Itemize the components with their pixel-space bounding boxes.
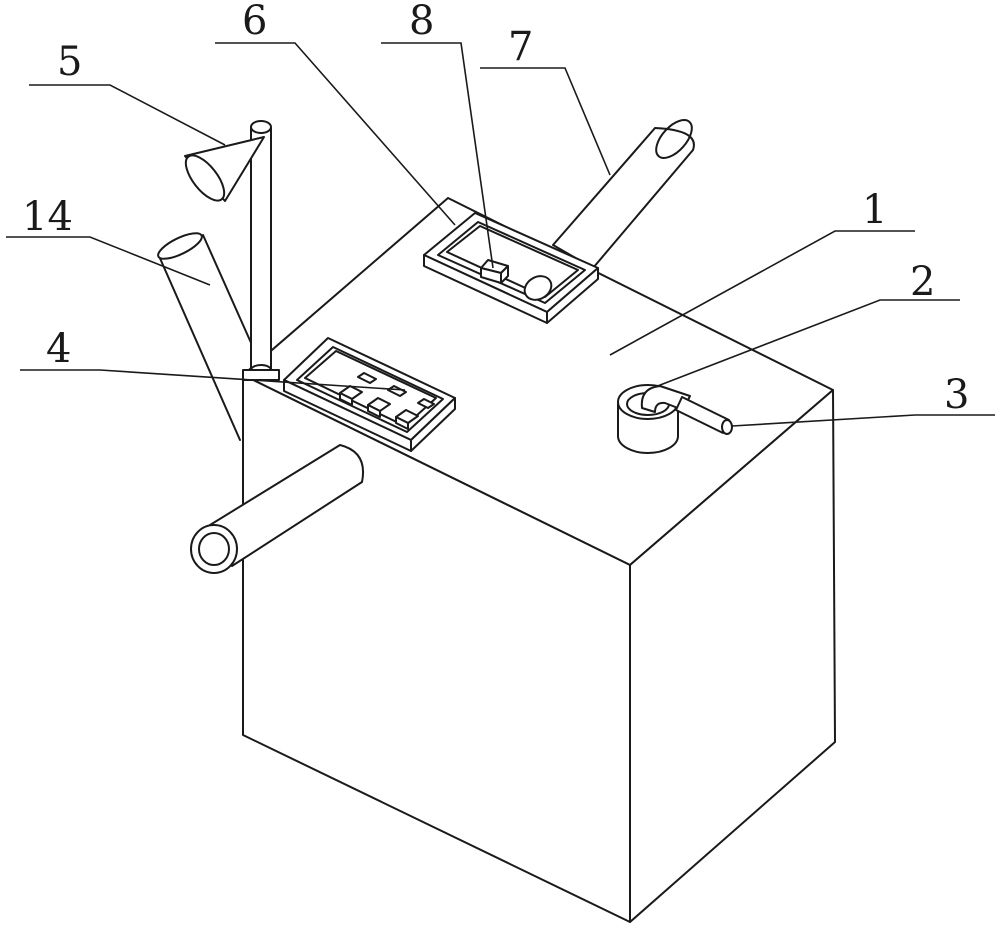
left-panel: [283, 337, 456, 452]
funnel: [157, 232, 253, 441]
label-4: 4: [46, 326, 71, 372]
label-3: 3: [944, 372, 969, 418]
top-pipe: [552, 119, 695, 269]
outlet-pipe: [675, 396, 733, 435]
label-8: 8: [409, 0, 434, 44]
lamp-shade: [184, 136, 265, 202]
side-pipe: [190, 444, 364, 574]
label-2: 2: [910, 259, 935, 305]
reference-numerals: 6 8 7 5 14 1 2 4 3: [22, 0, 969, 418]
label-5: 5: [57, 39, 82, 85]
label-7: 7: [508, 24, 533, 70]
label-14: 14: [22, 194, 73, 240]
sensor-box: [480, 259, 509, 284]
right-panel: [423, 212, 599, 324]
lamp-pole: [242, 120, 280, 381]
tank-body: [242, 197, 836, 923]
round-outlet: [523, 275, 553, 301]
leader-lines: [6, 42, 995, 427]
label-1: 1: [862, 187, 887, 233]
label-6: 6: [242, 0, 267, 44]
